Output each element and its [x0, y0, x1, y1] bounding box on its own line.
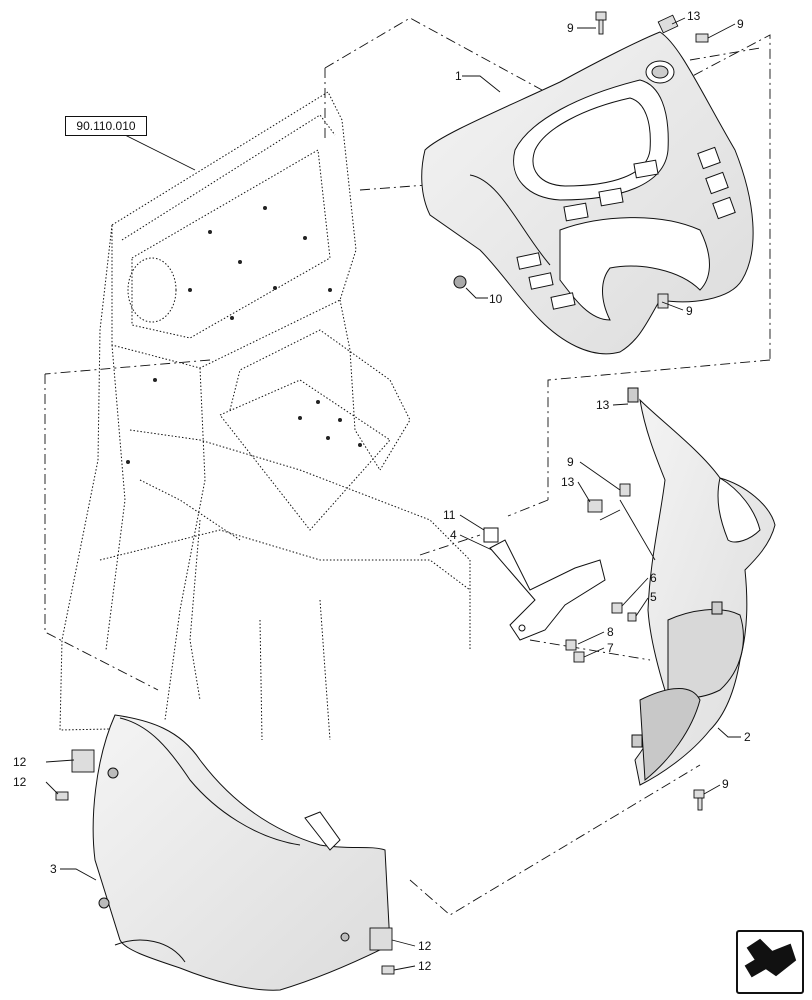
- part-3-lower-panel: [92, 714, 391, 991]
- callout-13: 13: [687, 9, 701, 23]
- callout-2: 2: [744, 730, 751, 744]
- reference-code-label[interactable]: 90.110.010: [65, 116, 147, 136]
- callout-8: 8: [607, 625, 614, 639]
- callout-9: 9: [567, 21, 574, 35]
- part-4-bracket: [483, 527, 606, 641]
- callout-7: 7: [607, 641, 614, 655]
- callout-13: 13: [596, 398, 610, 412]
- callout-3: 3: [50, 862, 57, 876]
- callout-12: 12: [418, 939, 432, 953]
- callout-1: 1: [455, 69, 462, 83]
- cab-frame-details: [126, 206, 362, 464]
- callout-5: 5: [650, 590, 657, 604]
- part-1-upper-dash-panel: [421, 31, 754, 355]
- fasteners: [55, 11, 709, 975]
- callout-12: 12: [13, 775, 27, 789]
- next-page-arrow-icon[interactable]: [736, 930, 804, 994]
- callout-12: 12: [418, 959, 432, 973]
- callout-9: 9: [567, 455, 574, 469]
- cab-frame: [59, 91, 471, 741]
- callout-9: 9: [737, 17, 744, 31]
- callout-13: 13: [561, 475, 575, 489]
- callout-10: 10: [489, 292, 503, 306]
- callout-12: 12: [13, 755, 27, 769]
- callout-6: 6: [650, 571, 657, 585]
- callout-9: 9: [722, 777, 729, 791]
- callout-9: 9: [686, 304, 693, 318]
- callout-11: 11: [443, 508, 456, 522]
- callouts: 1 9 13 9 10 9 13 9 13 11 4 6 5 8 7 2 9 1…: [13, 9, 751, 973]
- callout-4: 4: [450, 528, 457, 542]
- part-2-right-side-panel: [627, 387, 776, 786]
